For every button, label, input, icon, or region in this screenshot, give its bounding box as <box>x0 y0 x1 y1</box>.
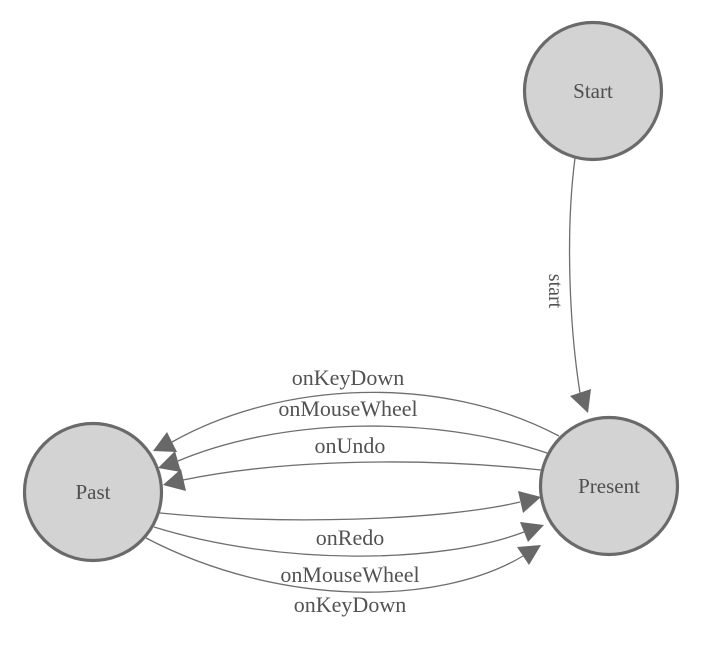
arrowhead <box>153 432 177 452</box>
node-label-start: Start <box>573 79 613 103</box>
node-circle[interactable] <box>538 415 680 557</box>
arrowhead <box>520 522 544 542</box>
edge-label-onredo: onRedo <box>316 525 384 550</box>
edge-path <box>159 501 521 521</box>
edge-present-to-past-onmousewheel: onMouseWheel <box>158 396 548 472</box>
arrowhead <box>517 545 541 565</box>
node-circle[interactable] <box>22 421 164 563</box>
edge-path <box>171 391 560 443</box>
node-label-past: Past <box>75 480 110 504</box>
arrowhead <box>570 389 591 413</box>
edge-path <box>568 157 581 394</box>
edge-label-onmousewheel-top: onMouseWheel <box>278 396 417 421</box>
node-circle[interactable] <box>522 20 664 162</box>
state-node-present[interactable]: Present <box>538 415 680 557</box>
arrowhead <box>163 469 186 491</box>
edge-path <box>177 425 548 462</box>
edge-path <box>153 526 525 557</box>
edge-past-to-present-onredo: onRedo <box>159 491 541 550</box>
state-node-start[interactable]: Start <box>522 20 664 162</box>
edge-label-onkeydown-top: onKeyDown <box>292 365 404 390</box>
arrowhead <box>158 451 181 472</box>
state-node-past[interactable]: Past <box>22 421 164 563</box>
edge-past-to-present-onmousewheel: onMouseWheel <box>153 522 544 587</box>
node-label-present: Present <box>578 474 640 498</box>
edge-path <box>182 461 542 481</box>
edge-label-onmousewheel-bottom: onMouseWheel <box>280 562 419 587</box>
edge-past-to-present-onkeydown: onKeyDown <box>145 537 541 617</box>
edge-label-start: start <box>544 274 566 309</box>
edge-start-to-present: start <box>544 157 591 413</box>
edge-label-onkeydown-bottom: onKeyDown <box>294 592 406 617</box>
edge-present-to-past-onkeydown: onKeyDown <box>153 365 560 452</box>
edge-label-onundo: onUndo <box>315 433 386 458</box>
edge-path <box>145 537 524 593</box>
edge-present-to-past-onundo: onUndo <box>163 433 542 491</box>
arrowhead <box>518 491 541 513</box>
